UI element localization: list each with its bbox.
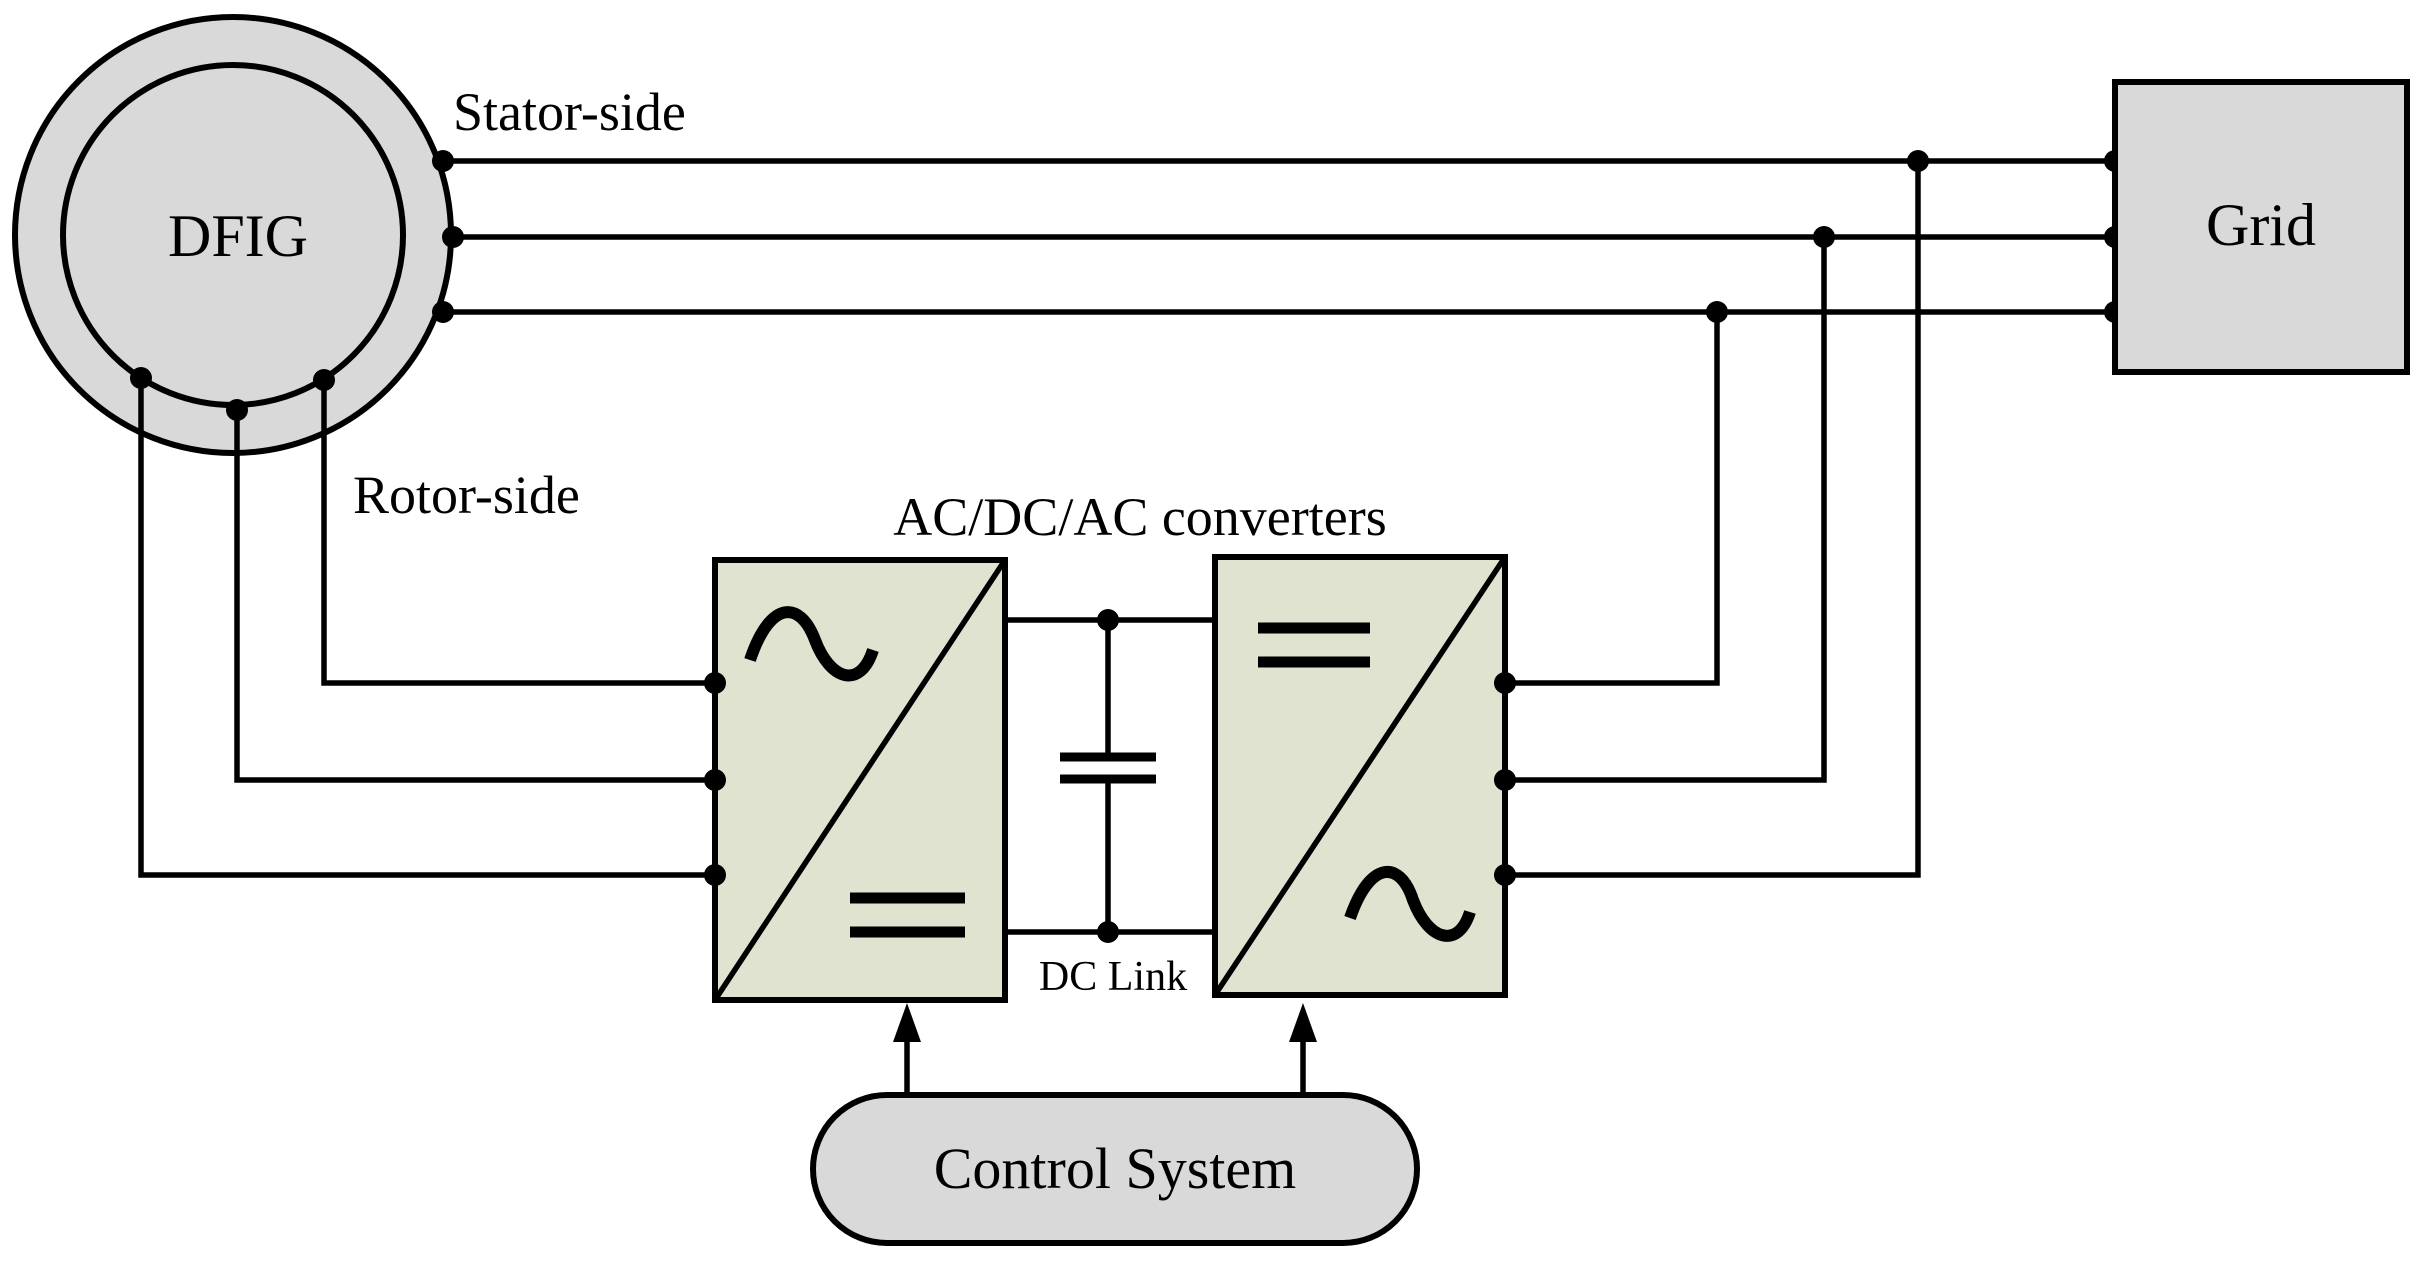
rotor-converter-terminal-1 (704, 672, 726, 694)
capacitor-icon (1060, 752, 1156, 784)
rotor-converter-terminal-2 (704, 769, 726, 791)
dfig-generator: DFIG (12, 14, 454, 456)
dc-equals-icon (1258, 622, 1370, 668)
rotor-line-3 (138, 378, 715, 878)
dc-node-bottom (1097, 921, 1119, 943)
grid-side-converter (1212, 554, 1516, 998)
stator-terminal-1 (432, 150, 454, 172)
grid-label: Grid (2206, 192, 2316, 258)
grid-block: Grid (2112, 79, 2410, 375)
grid-converter-lines (1505, 161, 1921, 878)
dc-node-top (1097, 609, 1119, 631)
arrow-up-icon (893, 1003, 921, 1042)
converters-label: AC/DC/AC converters (893, 487, 1386, 547)
stator-lines (432, 150, 2126, 323)
ac-tilde-icon (1344, 866, 1476, 942)
ac-tilde-icon (744, 606, 879, 682)
rotor-terminal-3 (130, 367, 152, 389)
rotor-line-1 (321, 380, 715, 686)
dc-link-label: DC Link (1039, 954, 1187, 1000)
rotor-terminal-1 (313, 369, 335, 391)
rotor-line-2 (234, 410, 715, 783)
control-system: Control System (810, 1092, 1420, 1246)
rotor-side-converter (704, 557, 1008, 1003)
control-system-label: Control System (934, 1136, 1297, 1201)
control-system-box (810, 1092, 1420, 1246)
rotor-converter-diagonal (712, 558, 1008, 1002)
rotor-lines (130, 367, 715, 878)
arrow-up-icon (1289, 1003, 1317, 1042)
grid-conv-line-2 (1505, 237, 1827, 783)
rotor-terminal-2 (226, 399, 248, 421)
rotor-converter-terminal-3 (704, 864, 726, 886)
grid-converter-diagonal (1212, 555, 1508, 997)
control-arrows (893, 1003, 1317, 1095)
grid-conv-line-1 (1505, 312, 1720, 686)
dc-equals-icon (850, 892, 965, 938)
dc-link: DC Link (1005, 609, 1215, 1000)
stator-terminal-2 (442, 226, 464, 248)
dfig-label: DFIG (168, 203, 308, 269)
grid-conv-line-3 (1505, 161, 1921, 878)
stator-side-label: Stator-side (453, 82, 686, 142)
rotor-side-label: Rotor-side (353, 465, 580, 525)
grid-box (2112, 79, 2410, 375)
stator-terminal-3 (432, 301, 454, 323)
